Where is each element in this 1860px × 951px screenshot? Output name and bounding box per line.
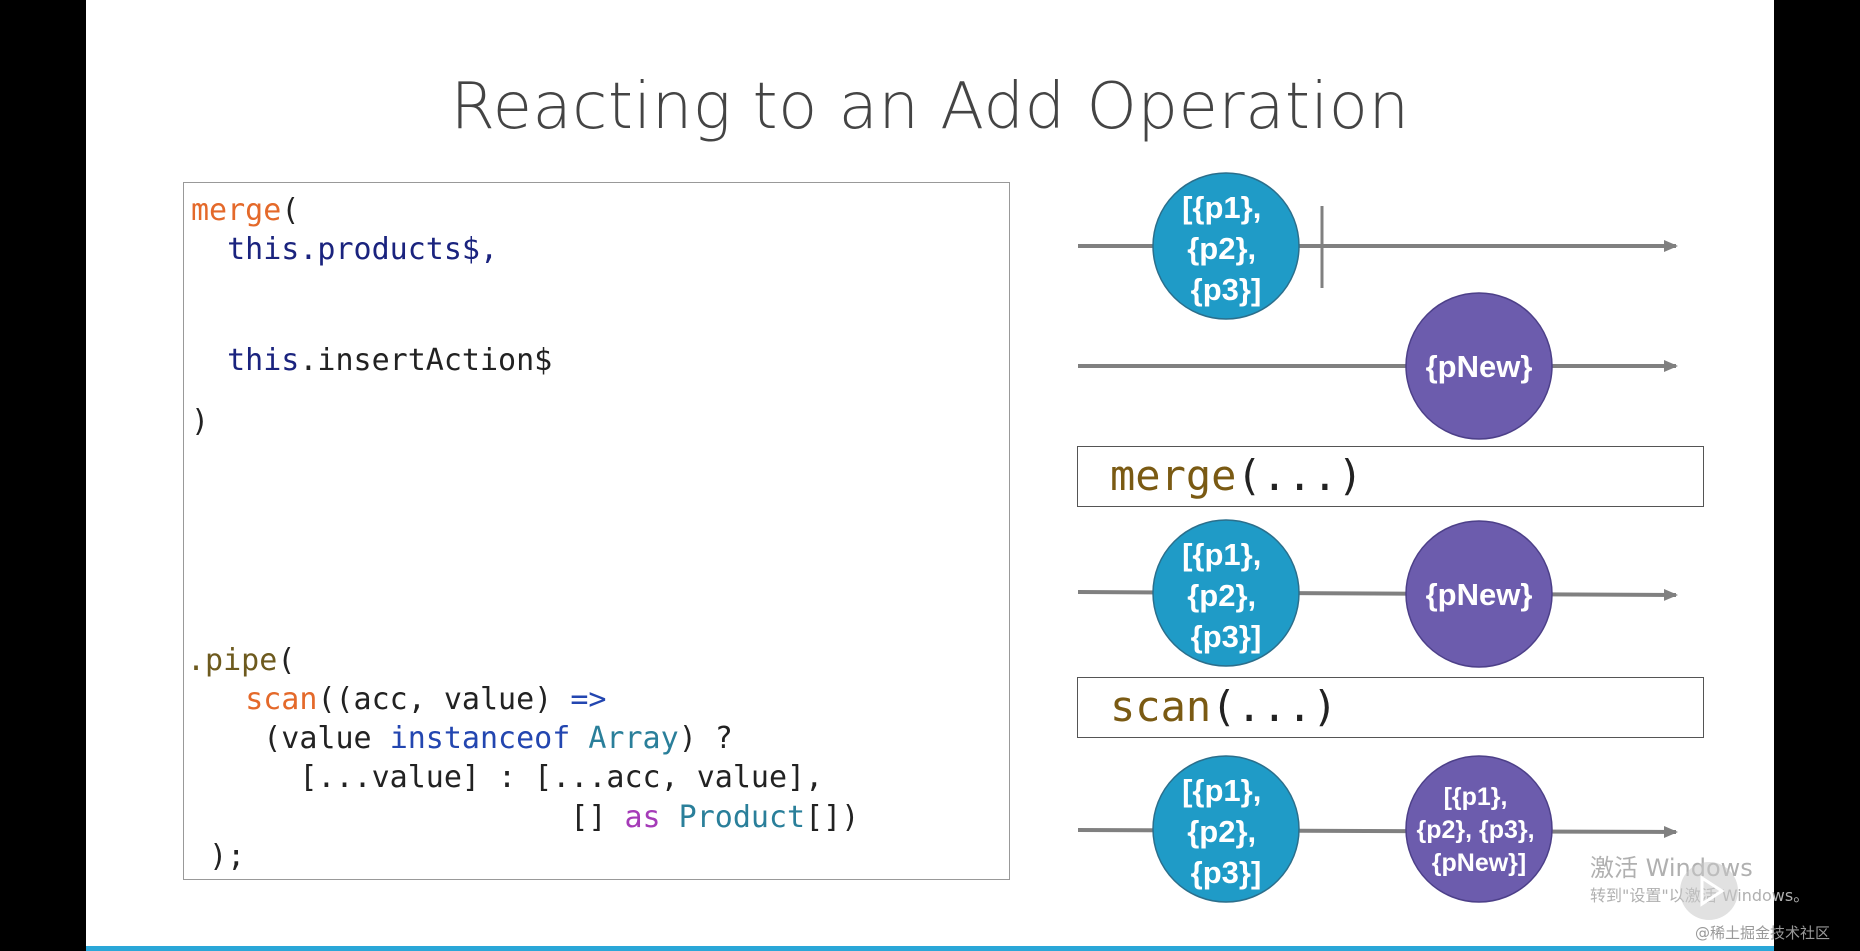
code-token: as	[624, 800, 661, 835]
code-line-6: scan((acc, value) =>	[191, 680, 606, 719]
code-token: instanceof	[389, 721, 571, 756]
code-token: scan	[245, 682, 318, 717]
code-token: this	[227, 232, 300, 267]
code-token: []	[570, 800, 625, 835]
play-icon[interactable]	[1680, 862, 1738, 920]
marble-products	[1152, 172, 1300, 320]
code-line-9: [] as Product[])	[191, 798, 859, 837]
operator-name: merge	[1110, 451, 1237, 500]
marble-products	[1152, 519, 1300, 667]
marble-new	[1405, 292, 1553, 440]
code-line-8: [...value] : [...acc, value],	[191, 758, 823, 797]
marble-products	[1152, 755, 1300, 903]
code-token: Product	[678, 800, 806, 835]
marble-diagram: [{p1}, {p2}, {p3}] {pNew} [{p1}, {p2}, {…	[1077, 172, 1678, 903]
scan-operator-box: scan(...)	[1077, 677, 1704, 738]
code-line-5: .pipe(	[187, 641, 295, 680]
progress-bar	[86, 946, 1774, 951]
code-token: =>	[570, 682, 607, 717]
code-token: Array	[588, 721, 679, 756]
code-line-1: merge(	[191, 191, 299, 230]
code-token: .pipe	[187, 643, 278, 678]
marble-label: {pNew}	[1426, 349, 1533, 384]
operator-args: (...)	[1236, 451, 1363, 500]
code-line-10: );	[191, 837, 245, 876]
code-token: [...value] : [...acc, value],	[299, 760, 824, 795]
code-line-3: this.insertAction$	[191, 341, 552, 380]
marble-result	[1405, 755, 1553, 903]
code-token: ) ?	[678, 721, 733, 756]
merge-operator-box: merge(...)	[1077, 446, 1704, 507]
code-token: merge	[191, 193, 282, 228]
code-token: .products$,	[299, 232, 499, 267]
code-token: [])	[805, 800, 860, 835]
marble-label: [{p1}, {p2}, {p3}]	[1182, 190, 1270, 307]
code-line-2: this.products$,	[191, 230, 498, 269]
operator-name: scan	[1110, 682, 1212, 731]
code-line-4: )	[191, 402, 209, 441]
code-token: );	[209, 839, 246, 874]
code-token: )	[191, 404, 210, 439]
slide: Reacting to an Add Operation merge( this…	[86, 0, 1774, 951]
credit-watermark: @稀土掘金技术社区	[1695, 924, 1831, 942]
marble-label: [{p1}, {p2}, {p3}]	[1182, 537, 1270, 654]
slide-title: Reacting to an Add Operation	[450, 70, 1410, 144]
code-token: this	[227, 343, 300, 378]
code-token: ((acc, value)	[317, 682, 571, 717]
code-panel: merge( this.products$, this.insertAction…	[183, 182, 1010, 880]
code-token: (	[281, 193, 300, 228]
operator-args: (...)	[1211, 682, 1338, 731]
code-token: (value	[263, 721, 390, 756]
code-line-7: (value instanceof Array) ?	[191, 719, 733, 758]
marble-new	[1405, 520, 1553, 668]
marble-label: [{p1}, {p2}, {p3}]	[1182, 773, 1270, 890]
code-token: (	[277, 643, 296, 678]
marble-label: {pNew}	[1426, 577, 1533, 612]
marble-label: [{p1}, {p2}, {p3}, {pNew}]	[1416, 783, 1541, 877]
code-token: .insertAction$	[299, 343, 553, 378]
